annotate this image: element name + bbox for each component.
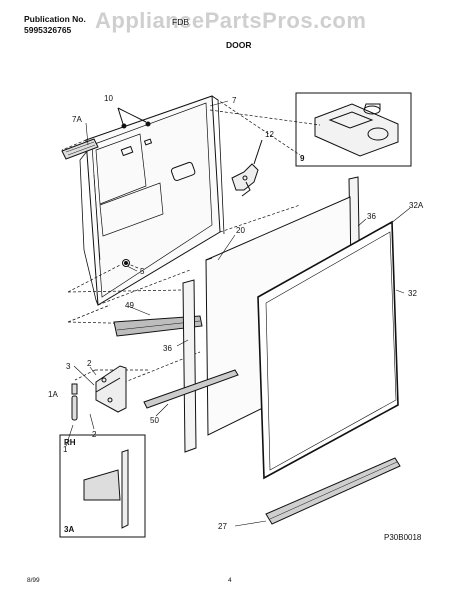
callout-20: 20 [236, 226, 245, 235]
callout-1: 1 [63, 445, 68, 454]
watermark: AppliancePartsPros.com [95, 8, 367, 33]
callout-5: 5 [140, 267, 145, 276]
model-number: FDB [172, 17, 189, 27]
hinge-inset-3A [59, 434, 146, 538]
callout-32: 32 [408, 289, 417, 298]
callout-50: 50 [150, 416, 159, 425]
callout-7: 7 [232, 96, 237, 105]
figure-code: P30B0018 [384, 533, 422, 542]
callout-10: 10 [104, 94, 113, 103]
publication-label: Publication No. [24, 14, 86, 24]
callout-RH: RH [64, 438, 76, 447]
callout-7A: 7A [72, 115, 82, 124]
callout-3: 3 [66, 362, 71, 371]
lower-trim-strip [143, 369, 239, 409]
callout-9: 9 [300, 154, 305, 163]
callout-36-lower: 36 [163, 344, 172, 353]
vent-grille [61, 138, 99, 160]
detergent-dispenser-inset [295, 92, 412, 167]
callout-36-upper: 36 [367, 212, 376, 221]
door-latch [231, 139, 263, 197]
inner-door-panel [79, 95, 225, 306]
callout-leaders [65, 100, 411, 527]
callout-49: 49 [125, 301, 134, 310]
callout-32A: 32A [409, 201, 424, 210]
hinge-assembly [71, 365, 127, 421]
publication-number: 5995326765 [24, 25, 72, 35]
footer-date: 8/99 [27, 577, 40, 584]
screws [117, 107, 151, 129]
callout-labels: 10 7 7A 12 9 20 36 32A 32 5 49 36 3 2 1A… [48, 94, 424, 542]
footer-page-number: 4 [228, 577, 232, 584]
bottom-kick-trim [265, 457, 401, 525]
callout-12: 12 [265, 130, 274, 139]
callout-3A: 3A [64, 525, 74, 534]
callout-2-lower: 2 [92, 430, 97, 439]
door-outer-panel [257, 220, 399, 480]
callout-2-upper: 2 [87, 359, 92, 368]
section-title: DOOR [226, 40, 252, 50]
callout-1A: 1A [48, 390, 58, 399]
callout-27: 27 [218, 522, 227, 531]
